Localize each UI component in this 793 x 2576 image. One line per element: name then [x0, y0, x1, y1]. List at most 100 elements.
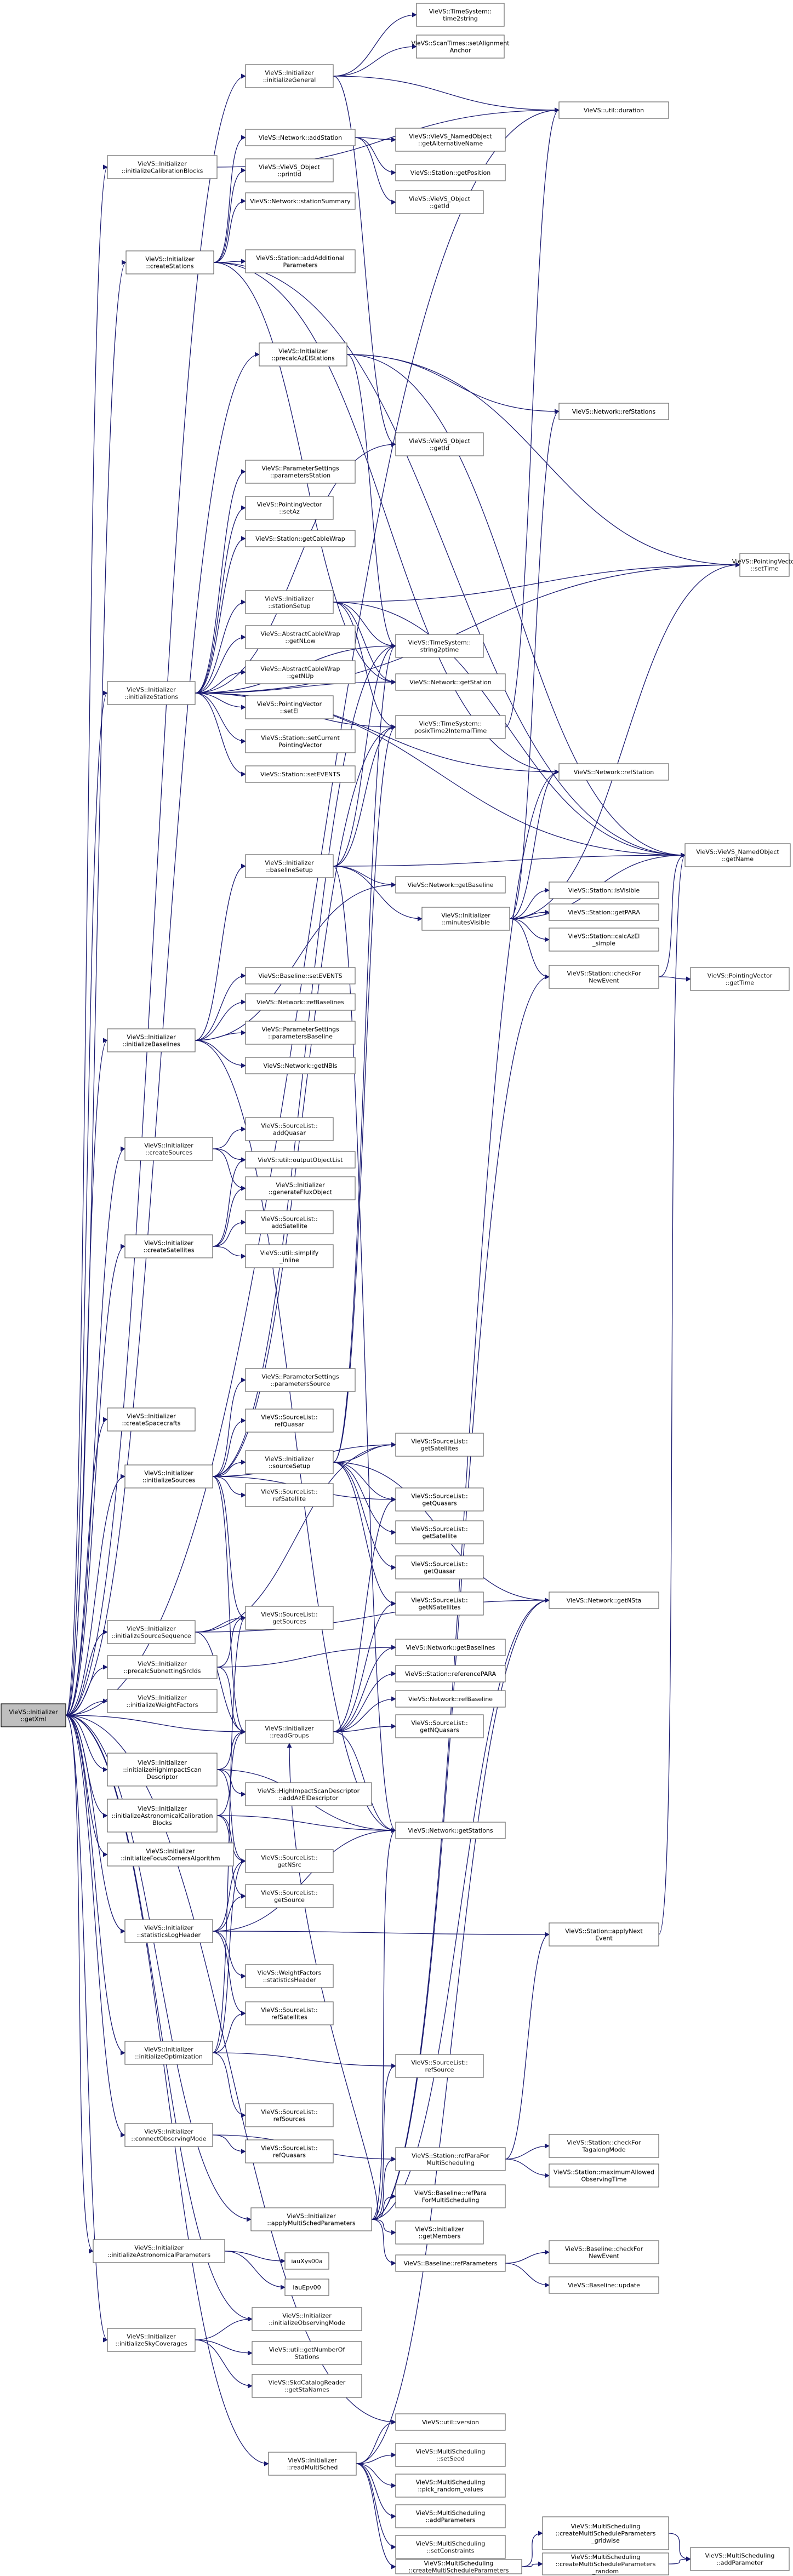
- node-stIsVisible[interactable]: VieVS::Station::isVisible: [549, 881, 659, 899]
- node-msSetConstraints[interactable]: VieVS::MultiScheduling::setConstraints: [395, 2535, 506, 2559]
- node-initBaselines[interactable]: VieVS::Initializer::initializeBaselines: [107, 1028, 196, 1052]
- node-psPrintedStation[interactable]: VieVS::ParameterSettings::parametersStat…: [245, 460, 356, 484]
- node-netAddStation[interactable]: VieVS::Network::addStation: [245, 129, 356, 146]
- node-netGetStation[interactable]: VieVS::Network::getStation: [395, 673, 506, 691]
- node-initCalib[interactable]: VieVS::Initializer::initializeCalibratio…: [107, 155, 218, 179]
- node-acwGetNUp[interactable]: VieVS::AbstractCableWrap::getNUp: [245, 660, 356, 684]
- node-netGetStations[interactable]: VieVS::Network::getStations: [395, 1822, 506, 1839]
- node-initGeneral[interactable]: VieVS::Initializer::initializeGeneral: [245, 64, 334, 88]
- node-msCreate[interactable]: VieVS::MultiScheduling::createMultiSched…: [395, 2559, 522, 2574]
- node-slRefQuasars[interactable]: VieVS::SourceList::refQuasars: [245, 2139, 334, 2163]
- node-initFocus[interactable]: VieVS::Initializer::initializeFocusCorne…: [107, 1842, 234, 1867]
- node-utilSimplify[interactable]: VieVS::util::simplify_inline: [245, 1244, 334, 1268]
- node-msAddParameter[interactable]: VieVS::MultiScheduling::addParameter: [690, 2547, 790, 2571]
- node-initStations[interactable]: VieVS::Initializer::initializeStations: [107, 681, 196, 705]
- node-stGetPosition[interactable]: VieVS::Station::getPosition: [395, 164, 506, 181]
- node-slRefQuasar[interactable]: VieVS::SourceList::refQuasar: [245, 1409, 334, 1433]
- node-initOpt[interactable]: VieVS::Initializer::initializeOptimizati…: [124, 2041, 213, 2065]
- node-initSources[interactable]: VieVS::Initializer::initializeSources: [124, 1464, 213, 1489]
- node-slGetNQuasars[interactable]: VieVS::SourceList::getNQuasars: [395, 1714, 484, 1738]
- node-slGetSatellite[interactable]: VieVS::SourceList::getSatellite: [395, 1520, 484, 1544]
- node-iauXys00a[interactable]: iauXys00a: [284, 2252, 329, 2270]
- node-baselineSetup[interactable]: VieVS::Initializer::baselineSetup: [245, 854, 334, 878]
- node-netRefStations[interactable]: VieVS::Network::refStations: [558, 403, 669, 420]
- node-slGetNSat[interactable]: VieVS::SourceList::getNSatellites: [395, 1592, 484, 1616]
- node-slAddSat[interactable]: VieVS::SourceList::addSatellite: [245, 1210, 334, 1234]
- node-acwGetNLow[interactable]: VieVS::AbstractCableWrap::getNLow: [245, 625, 356, 649]
- node-initGetMembers[interactable]: VieVS::Initializer::getMembers: [395, 2220, 484, 2245]
- node-slRefSatellite[interactable]: VieVS::SourceList::refSatellite: [245, 1483, 334, 1507]
- node-pvSetTime[interactable]: VieVS::PointingVector::setTime: [732, 553, 793, 577]
- node-blRefParameters[interactable]: VieVS::Baseline::refParameters: [395, 2254, 506, 2272]
- node-pvSetEl[interactable]: VieVS::PointingVector::setEl: [245, 695, 334, 719]
- node-skdGetStaNames[interactable]: VieVS::SkdCatalogReader::getStaNames: [252, 2374, 362, 2398]
- node-blUpdate[interactable]: VieVS::Baseline::update: [549, 2276, 659, 2294]
- node-initSky[interactable]: VieVS::Initializer::initializeSkyCoverag…: [107, 2328, 196, 2352]
- node-initAstroCalib[interactable]: VieVS::Initializer::initializeAstronomic…: [107, 1799, 218, 1833]
- node-slGetSatellites[interactable]: VieVS::SourceList::getSatellites: [395, 1433, 484, 1457]
- node-precalcAz[interactable]: VieVS::Initializer::precalcAzElStations: [259, 342, 347, 367]
- node-netGetBaselines[interactable]: VieVS::Network::getBaselines: [395, 1639, 506, 1656]
- node-blSetEvents[interactable]: VieVS::Baseline::setEVENTS: [245, 967, 356, 984]
- node-minutesVisible[interactable]: VieVS::Initializer::minutesVisible: [421, 907, 510, 931]
- node-readMulti[interactable]: VieVS::Initializer::readMultiSched: [268, 2452, 357, 2476]
- node-netGetNBls[interactable]: VieVS::Network::getNBls: [245, 1057, 356, 1074]
- node-createSats[interactable]: VieVS::Initializer::createSatellites: [124, 1234, 213, 1258]
- node-tsPosix[interactable]: VieVS::TimeSystem::posixTime2InternalTim…: [395, 715, 506, 739]
- node-root[interactable]: VieVS::Initializer::getXml: [1, 1703, 66, 1727]
- node-initAstroParams[interactable]: VieVS::Initializer::initializeAstronomic…: [93, 2239, 225, 2263]
- node-createSources[interactable]: VieVS::Initializer::createSources: [124, 1137, 213, 1161]
- node-netGetBaseline[interactable]: VieVS::Network::getBaseline: [395, 876, 506, 894]
- node-msAddParameters[interactable]: VieVS::MultiScheduling::addParameters: [395, 2504, 506, 2528]
- node-slAddQuasar[interactable]: VieVS::SourceList::addQuasar: [245, 1117, 334, 1141]
- node-slGetSources[interactable]: VieVS::SourceList::getSources: [245, 1606, 334, 1630]
- node-psPrintedSource[interactable]: VieVS::ParameterSettings::parametersSour…: [245, 1368, 356, 1392]
- node-applyMulti[interactable]: VieVS::Initializer::applyMultiSchedParam…: [250, 2207, 372, 2231]
- node-slRefSatellites[interactable]: VieVS::SourceList::refSatellites: [245, 2001, 334, 2025]
- node-tsString2[interactable]: VieVS::TimeSystem::string2ptime: [395, 634, 484, 658]
- node-msCreateGridwise[interactable]: VieVS::MultiScheduling::createMultiSched…: [542, 2516, 669, 2550]
- node-statLog[interactable]: VieVS::Initializer::statisticsLogHeader: [124, 1919, 213, 1943]
- node-namedGetName[interactable]: VieVS::VieVS_NamedObject::getName: [684, 843, 791, 867]
- node-stRefParaMulti[interactable]: VieVS::Station::refParaForMultiSchedulin…: [395, 2147, 506, 2171]
- node-stCalcAz[interactable]: VieVS::Station::calcAzEl_simple: [549, 928, 659, 952]
- node-msSetSeed[interactable]: VieVS::MultiScheduling::setSeed: [395, 2443, 506, 2467]
- node-initWeight[interactable]: VieVS::Initializer::initializeWeightFact…: [107, 1689, 218, 1713]
- node-iauEpv00[interactable]: iauEpv00: [284, 2279, 329, 2296]
- node-utilVersion[interactable]: VieVS::util::version: [395, 2413, 506, 2431]
- node-stRefPara[interactable]: VieVS::Station::referencePARA: [395, 1665, 506, 1682]
- node-slGetQuasars[interactable]: VieVS::SourceList::getQuasars: [395, 1487, 484, 1512]
- node-blRefParaMulti[interactable]: VieVS::Baseline::refParaForMultiScheduli…: [395, 2184, 506, 2208]
- node-stGetCableWrap[interactable]: VieVS::Station::getCableWrap: [245, 530, 356, 547]
- node-pvGetTime[interactable]: VieVS::PointingVector::getTime: [690, 967, 790, 991]
- node-utilOutputObj[interactable]: VieVS::util::outputObjectList: [245, 1151, 356, 1169]
- node-objPrintId[interactable]: VieVS::VieVS_Object::printId: [245, 158, 334, 182]
- node-slGetQuasar[interactable]: VieVS::SourceList::getQuasar: [395, 1555, 484, 1579]
- node-precalcSubnet[interactable]: VieVS::Initializer::precalcSubnettingSrc…: [107, 1655, 218, 1679]
- node-netRefBaseline[interactable]: VieVS::Network::refBaseline: [395, 1690, 506, 1708]
- node-initObsMode[interactable]: VieVS::Initializer::initializeObservingM…: [252, 2307, 362, 2331]
- node-slGetSource[interactable]: VieVS::SourceList::getSource: [245, 1884, 334, 1908]
- node-slRefSource[interactable]: VieVS::SourceList::refSource: [395, 2054, 484, 2078]
- node-stationSetup[interactable]: VieVS::Initializer::stationSetup: [245, 590, 334, 614]
- node-stSetEvents[interactable]: VieVS::Station::setEVENTS: [245, 765, 356, 783]
- node-objGetId[interactable]: VieVS::VieVS_Object::getId: [395, 432, 484, 456]
- node-createStations[interactable]: VieVS::Initializer::createStations: [125, 250, 214, 274]
- node-createSpace[interactable]: VieVS::Initializer::createSpacecrafts: [107, 1407, 196, 1432]
- node-wfStatHeader[interactable]: VieVS::WeightFactors::statisticsHeader: [245, 1964, 334, 1988]
- node-initSrcSeq[interactable]: VieVS::Initializer::initializeSourceSequ…: [107, 1620, 196, 1644]
- node-sourceSetup[interactable]: VieVS::Initializer::sourceSetup: [245, 1450, 334, 1474]
- node-netRefStation[interactable]: VieVS::Network::refStation: [558, 763, 669, 781]
- node-netRefBaselines[interactable]: VieVS::Network::refBaselines: [245, 993, 356, 1011]
- node-psPrintedBaseline[interactable]: VieVS::ParameterSettings::parametersBase…: [245, 1021, 356, 1045]
- node-initHighImpact[interactable]: VieVS::Initializer::initializeHighImpact…: [107, 1753, 218, 1787]
- node-tsTime[interactable]: VieVS::TimeSystem::time2string: [416, 3, 505, 27]
